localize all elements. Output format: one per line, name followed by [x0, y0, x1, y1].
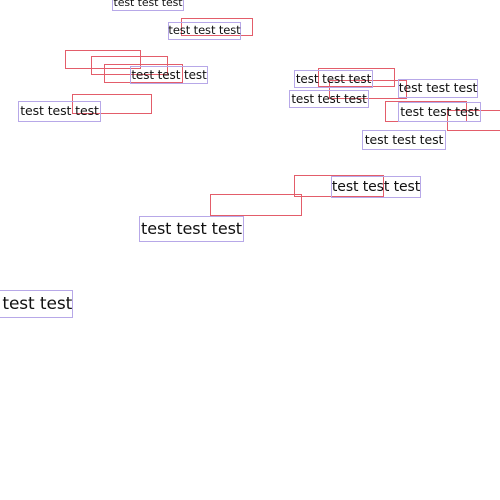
- outline-box: [318, 68, 395, 87]
- outline-box: [91, 56, 168, 75]
- text-label: test test test: [289, 90, 369, 108]
- outline-box: [65, 50, 141, 69]
- text-label: test test test: [398, 79, 478, 98]
- outline-box: [72, 94, 152, 114]
- outline-box: [294, 175, 384, 197]
- text-label: test test test: [130, 66, 208, 84]
- outline-box: [210, 194, 302, 216]
- text-label: test test test: [168, 22, 241, 40]
- outline-box: [104, 64, 183, 83]
- text-label: test test test: [398, 102, 481, 122]
- text-label: test test test: [294, 70, 373, 88]
- text-label: test test test: [139, 216, 244, 242]
- outline-box: [447, 110, 500, 131]
- text-label: test test test: [0, 290, 73, 318]
- text-label: test test test: [362, 130, 446, 150]
- outline-box: [181, 18, 253, 36]
- text-label: test test test: [112, 0, 184, 11]
- text-label: test test test: [331, 176, 421, 198]
- text-label: test test test: [18, 101, 101, 122]
